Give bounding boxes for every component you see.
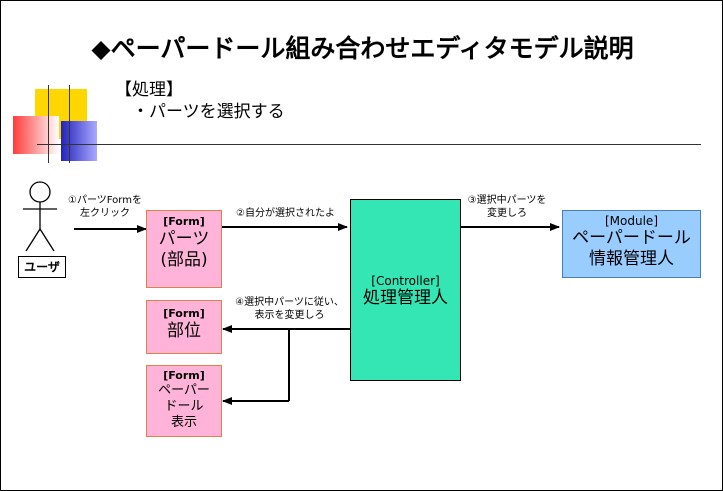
module-name-line2: 情報管理人 <box>589 249 674 269</box>
parts-form-box: [Form] パーツ (部品) <box>146 210 222 288</box>
module-box: [Module] ペーパードール 情報管理人 <box>562 210 701 278</box>
decor-vertical-line-2 <box>69 85 70 163</box>
controller-tag: [Controller] <box>371 274 440 288</box>
step4-line2: 表示を変更しろ <box>254 310 325 321</box>
display-form-tag: [Form] <box>163 369 205 382</box>
bui-form-box: [Form] 部位 <box>146 300 222 354</box>
display-form-box: [Form] ペーパー ドール 表示 <box>146 365 222 437</box>
bui-form-name: 部位 <box>167 321 201 341</box>
step1-line1: ①パーツFormを <box>68 195 142 206</box>
decor-blue-square <box>61 121 97 161</box>
decor-red-square <box>13 116 59 154</box>
step3-label: ③選択中パーツを 変更しろ <box>457 194 557 220</box>
step1-label: ①パーツFormを 左クリック <box>55 194 155 220</box>
display-form-line2: ドール <box>164 399 204 414</box>
subheading: 【処理】 <box>115 80 183 100</box>
user-stick-figure-icon <box>23 181 57 252</box>
user-label: ユーザ <box>18 256 66 278</box>
parts-form-name-sub: (部品) <box>160 250 208 270</box>
module-tag: [Module] <box>605 214 658 228</box>
parts-form-name: パーツ <box>158 229 210 249</box>
bui-form-tag: [Form] <box>163 307 205 320</box>
controller-name: 処理管理人 <box>363 288 448 308</box>
module-name-line1: ペーパードール <box>572 228 691 248</box>
step1-line2: 左クリック <box>80 208 130 219</box>
controller-box: [Controller] 処理管理人 <box>350 199 461 381</box>
step2-label: ②自分が選択されたよ <box>236 208 335 219</box>
decor-vertical-line <box>48 85 49 163</box>
step4-line1: ④選択中パーツに従い、 <box>235 297 344 308</box>
bullet-text: ・パーツを選択する <box>132 102 285 122</box>
decor-horizontal-line <box>37 144 701 145</box>
step4-label: ④選択中パーツに従い、 表示を変更しろ <box>227 296 352 322</box>
step3-line1: ③選択中パーツを <box>467 195 547 206</box>
display-form-line3: 表示 <box>170 415 197 430</box>
parts-form-tag: [Form] <box>163 215 205 228</box>
step3-line2: 変更しろ <box>487 208 527 219</box>
display-form-line1: ペーパー <box>158 383 210 398</box>
page-title: ◆ペーパードール組み合わせエディタモデル説明 <box>91 34 634 63</box>
